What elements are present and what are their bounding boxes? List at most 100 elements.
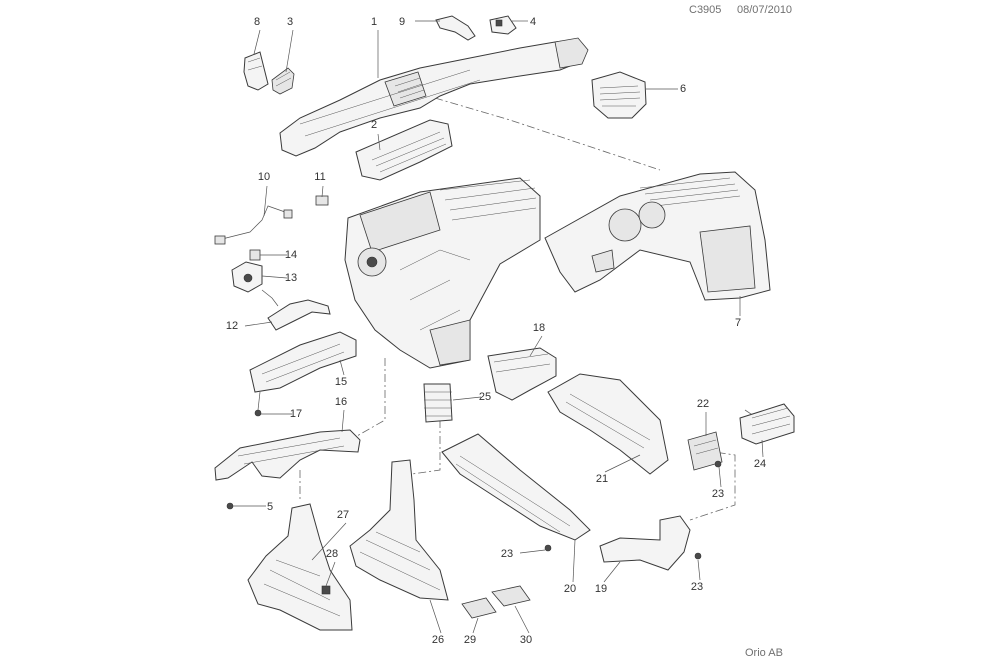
heater-unit (344, 177, 541, 369)
callout-number: 11 (314, 171, 325, 183)
callout-7: 7 (735, 296, 741, 329)
callout-number: 27 (337, 509, 349, 521)
callout-8: 8 (253, 16, 261, 55)
part-5-screw (226, 502, 234, 510)
callout-leader (718, 466, 722, 488)
callout-1: 1 (371, 16, 379, 78)
callout-30: 30 (514, 605, 532, 646)
part-3-vent-grille (271, 67, 295, 95)
callout-leader (429, 599, 442, 634)
callout-number: 23 (712, 488, 724, 500)
callout-number: 13 (285, 272, 297, 284)
copyright-footer: Orio AB (745, 647, 783, 659)
part-25-bellows (423, 383, 453, 423)
callout-23: 23 (501, 548, 546, 560)
part-1-upper-duct (279, 37, 589, 157)
callout-14: 14 (260, 249, 297, 261)
callout-leader (604, 454, 641, 473)
callout-number: 25 (479, 391, 491, 403)
callout-leader (529, 335, 543, 357)
part-17-screw (254, 409, 262, 417)
part-9-nozzle (435, 15, 476, 41)
part-11-sensor (315, 195, 329, 206)
drawing-date: 08/07/2010 (737, 4, 793, 16)
callout-4: 4 (512, 16, 536, 28)
callout-16: 16 (335, 396, 347, 433)
callout-10: 10 (258, 171, 270, 217)
callout-number: 21 (596, 473, 608, 485)
callout-number: 3 (287, 16, 293, 28)
part-4-nozzle (489, 15, 517, 35)
callout-leader (261, 275, 288, 279)
callout-number: 26 (432, 634, 444, 646)
callout-number: 8 (254, 16, 260, 28)
callout-leader (377, 133, 381, 151)
callout-number: 28 (326, 548, 338, 560)
callout-24: 24 (754, 439, 766, 470)
part-19-vent-duct (599, 515, 691, 571)
part-24-rear-vent (739, 403, 795, 445)
part-21-rear-duct (547, 373, 669, 475)
callout-9: 9 (399, 16, 440, 28)
callout-leader (572, 539, 576, 583)
callout-number: 20 (564, 583, 576, 595)
part-13-actuator (231, 261, 263, 293)
callout-number: 23 (691, 581, 703, 593)
callout-number: 24 (754, 458, 766, 470)
callout-number: 17 (290, 408, 302, 420)
callout-leader (263, 185, 268, 217)
callout-2: 2 (371, 119, 381, 151)
part-16-floor-duct (214, 429, 361, 481)
callout-leader (339, 359, 345, 376)
callout-number: 14 (285, 249, 297, 261)
part-8-vent-duct (243, 51, 269, 91)
callout-23: 23 (712, 466, 724, 500)
callout-number: 10 (258, 171, 270, 183)
callout-number: 23 (501, 548, 513, 560)
callout-22: 22 (697, 398, 709, 436)
callout-number: 6 (680, 83, 686, 95)
callout-leader (311, 522, 347, 561)
callout-leader (761, 439, 764, 458)
callout-18: 18 (529, 322, 545, 357)
part-27-floor-duct (247, 503, 353, 631)
callout-leader (253, 29, 261, 55)
callout-leader (472, 617, 479, 634)
part-14-clip (249, 249, 261, 261)
part-23-screws (544, 460, 722, 560)
callout-leader (697, 559, 701, 581)
part-18-console-duct (487, 347, 557, 401)
callout-number: 15 (335, 376, 347, 388)
part-10-cable (214, 205, 293, 245)
drawing-id: C3905 (689, 4, 722, 16)
part-28-clip (321, 585, 331, 595)
callout-number: 18 (533, 322, 545, 334)
part-2-defroster-grille (355, 119, 453, 181)
callout-25: 25 (452, 391, 491, 403)
callout-3: 3 (285, 16, 294, 73)
callout-6: 6 (646, 83, 686, 95)
callout-number: 1 (371, 16, 377, 28)
part-6-side-vent (591, 71, 647, 119)
callout-12: 12 (226, 320, 273, 332)
callout-leader (514, 605, 530, 634)
callout-leader (325, 561, 336, 587)
callout-leader (452, 396, 482, 401)
callout-11: 11 (314, 171, 326, 198)
callout-26: 26 (429, 599, 444, 646)
callout-13: 13 (261, 272, 297, 284)
callout-27: 27 (311, 509, 349, 561)
callout-number: 30 (520, 634, 532, 646)
callout-19: 19 (595, 561, 621, 595)
callout-20: 20 (564, 539, 576, 595)
callout-leader (519, 549, 546, 554)
callout-28: 28 (325, 548, 338, 587)
callout-leader (603, 561, 621, 583)
callout-5: 5 (233, 501, 273, 513)
callout-number: 9 (399, 16, 405, 28)
part-15-floor-duct (249, 331, 357, 411)
callout-number: 7 (735, 317, 741, 329)
